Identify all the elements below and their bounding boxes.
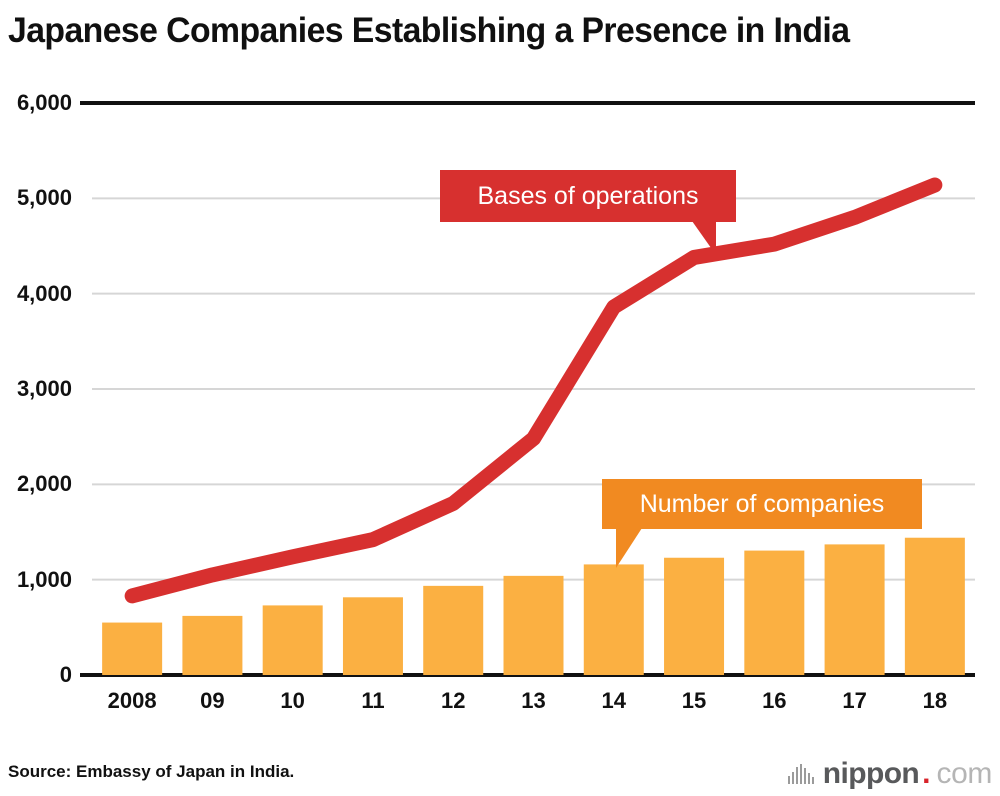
bar-13 [503, 575, 564, 675]
x-tick-label-12: 12 [440, 688, 466, 713]
source-note: Source: Embassy of Japan in India. [8, 762, 295, 781]
x-tick-label-11: 11 [361, 688, 385, 713]
callout-bases-of-operations-label: Bases of operations [440, 170, 736, 222]
x-tick-label-13: 13 [521, 688, 546, 713]
y-tick-label: 5,000 [16, 185, 72, 211]
callout-bases-of-operations-pointer-icon [692, 221, 716, 255]
logo-tld: com [936, 757, 993, 790]
callout-number-of-companies: Number of companies [602, 479, 922, 568]
bar-10 [262, 605, 323, 675]
bar-15 [664, 557, 725, 675]
nippon-logo: nippon . com [787, 757, 993, 790]
callout-number-of-companies-pointer-icon [616, 528, 642, 568]
logo-dot: . [922, 757, 931, 790]
bar-11 [342, 597, 403, 675]
y-tick-label: 3,000 [16, 376, 72, 401]
y-tick-label: 0 [59, 662, 72, 687]
y-tick-label: 1,000 [16, 566, 72, 592]
x-tick-label-09: 09 [200, 688, 225, 713]
x-tick-label-10: 10 [280, 688, 305, 713]
bar-16 [744, 550, 805, 675]
logo-wordmark: nippon [822, 757, 920, 790]
bar-18 [904, 537, 965, 675]
bar-2008 [102, 622, 163, 675]
x-tick-label-14: 14 [601, 688, 626, 713]
bar-09 [182, 615, 243, 675]
bar-17 [824, 544, 885, 675]
x-tick-label-17: 17 [842, 688, 867, 713]
callout-bases-of-operations: Bases of operations [440, 170, 736, 255]
callout-number-of-companies-label: Number of companies [602, 479, 922, 529]
y-tick-label: 2,000 [16, 471, 72, 497]
x-tick-label-15: 15 [681, 688, 707, 713]
x-tick-label-16: 16 [762, 688, 787, 713]
x-tick-label-18: 18 [922, 688, 948, 713]
page-title: Japanese Companies Establishing a Presen… [8, 11, 850, 50]
y-tick-label: 6,000 [16, 90, 72, 115]
bar-12 [423, 585, 484, 675]
y-tick-label: 4,000 [16, 280, 72, 306]
bar-14 [583, 564, 644, 675]
soundwave-icon [787, 764, 814, 784]
x-tick-label-2008: 2008 [107, 688, 157, 713]
line-series-bases-of-operations [124, 177, 943, 604]
